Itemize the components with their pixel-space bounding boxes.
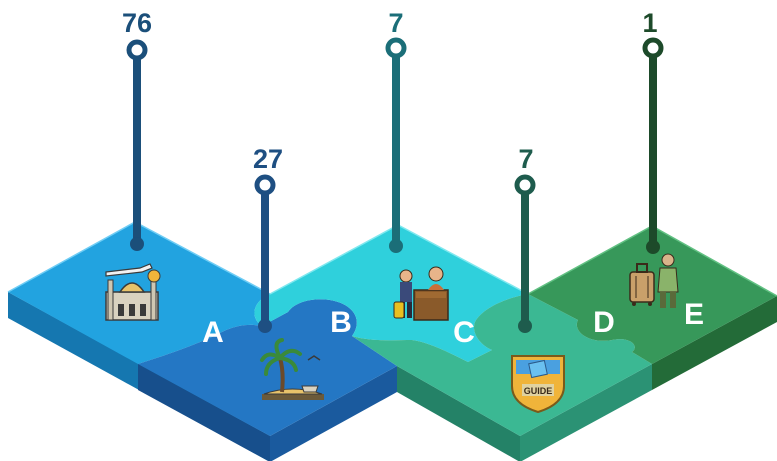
- letter-c: C: [453, 316, 475, 349]
- guide-badge-icon: GUIDE: [511, 355, 565, 414]
- pin-c: [385, 37, 407, 253]
- piece-e-side: [652, 296, 777, 390]
- svg-text:GUIDE: GUIDE: [524, 386, 553, 396]
- pin-b: [254, 174, 276, 333]
- piece-d-side-right: [520, 364, 652, 461]
- value-a: 76: [122, 8, 152, 38]
- piece-b-side-right: [270, 366, 397, 461]
- value-c: 7: [388, 8, 403, 38]
- pin-a: [126, 39, 148, 251]
- piece-d: [352, 294, 652, 436]
- value-e: 1: [642, 8, 657, 38]
- piece-b-side: [138, 364, 270, 461]
- luggage-traveler-icon: [629, 253, 679, 308]
- pin-e: [642, 37, 664, 254]
- piece-sides: [8, 292, 777, 461]
- letter-a: A: [202, 316, 224, 349]
- piece-c: [254, 225, 528, 362]
- travel-agent-desk-icon: [393, 266, 449, 321]
- letter-d: D: [593, 306, 615, 339]
- value-b: 27: [253, 144, 283, 174]
- pin-d: [514, 174, 536, 333]
- piece-d-side: [397, 366, 520, 461]
- mosque-airplane-icon: [105, 263, 161, 321]
- value-d: 7: [518, 144, 533, 174]
- letter-b: B: [330, 306, 352, 339]
- letter-e: E: [684, 298, 704, 331]
- palm-tree-beach-icon: [260, 338, 324, 400]
